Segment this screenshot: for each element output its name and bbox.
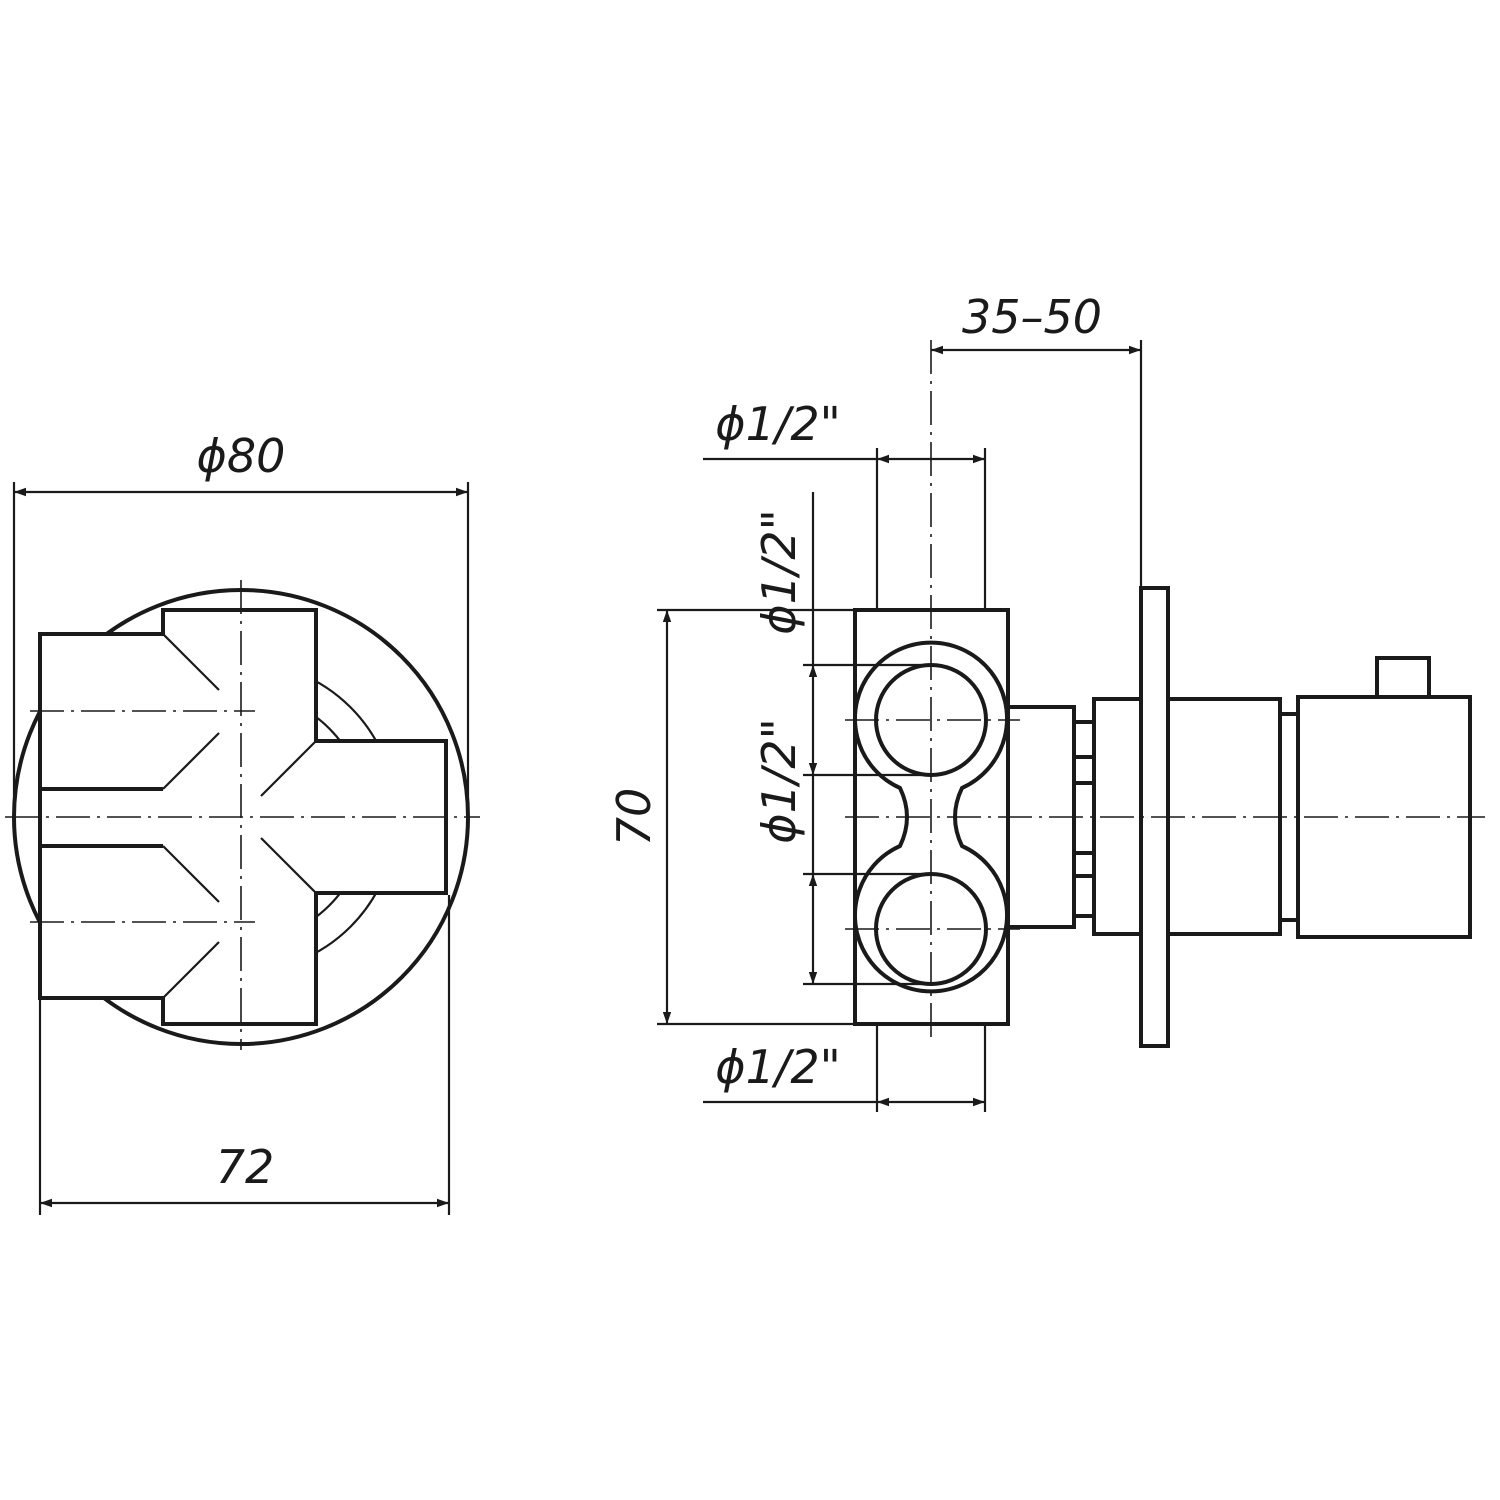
dimension-width-72: 72 xyxy=(38,895,451,1215)
front-view: ϕ80 72 xyxy=(5,429,480,1215)
nub-lower xyxy=(1072,874,1096,918)
dimension-pipe-top: ϕ1/2" xyxy=(703,397,987,610)
dim-label-pipe-left-lower: ϕ1/2" xyxy=(752,718,806,844)
front-centerlines xyxy=(5,580,480,1050)
dim-label-pipe-left-upper: ϕ1/2" xyxy=(752,509,806,635)
dim-label-80: ϕ80 xyxy=(197,429,286,483)
dim-label-72: 72 xyxy=(216,1140,275,1194)
dimension-pipe-left: ϕ1/2" ϕ1/2" xyxy=(752,492,931,986)
nub-middle xyxy=(1072,781,1096,855)
handle-indicator xyxy=(1375,656,1431,699)
valve-port-outline xyxy=(853,640,1009,994)
dimension-pipe-bottom: ϕ1/2" xyxy=(703,1024,987,1112)
dim-label-35-50: 35–50 xyxy=(962,290,1102,344)
handle-chamfers xyxy=(162,633,317,999)
dim-label-pipe-bottom: ϕ1/2" xyxy=(715,1040,841,1094)
dimension-height-70: 70 xyxy=(607,608,855,1026)
nub-upper xyxy=(1072,720,1096,759)
dim-label-pipe-top: ϕ1/2" xyxy=(715,397,841,451)
dimension-depth-35-50: 35–50 xyxy=(931,290,1143,588)
dimension-diameter-80: ϕ80 xyxy=(12,429,470,805)
dim-label-70: 70 xyxy=(607,788,661,847)
side-view: 35–50 ϕ1/2" ϕ1/2" 70 xyxy=(607,290,1485,1112)
